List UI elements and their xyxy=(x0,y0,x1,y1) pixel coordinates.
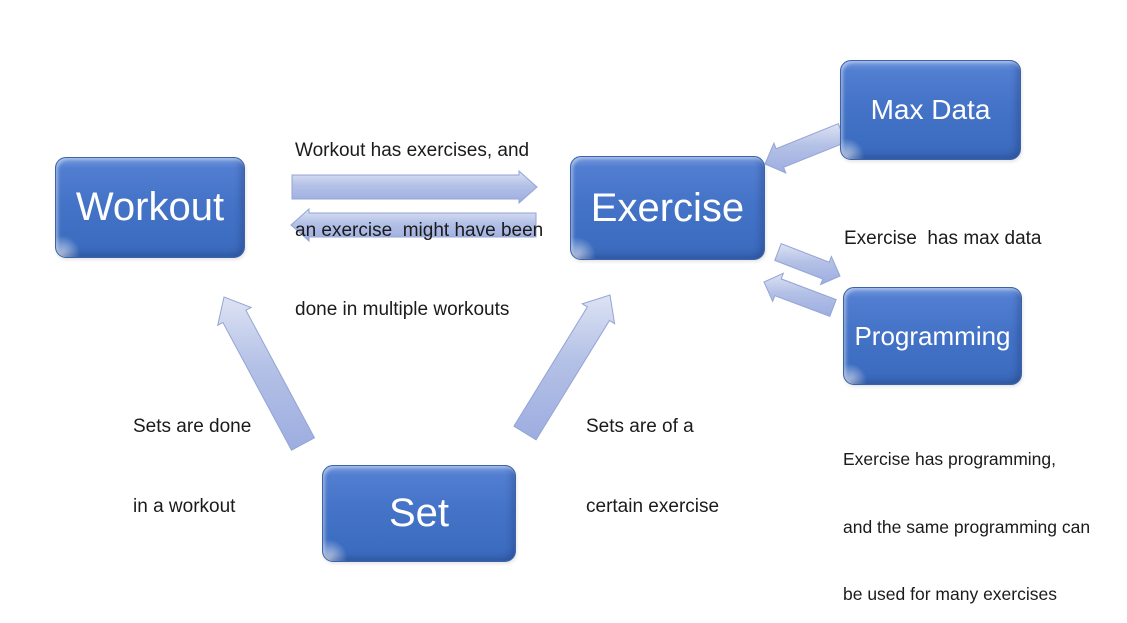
annotation-exercise-programming: Exercise has programming, and the same p… xyxy=(843,403,1090,623)
node-set: Set xyxy=(322,465,516,562)
node-programming: Programming xyxy=(843,287,1022,385)
annotation-exercise-max-data: Exercise has max data xyxy=(844,173,1041,306)
annotation-line: in a workout xyxy=(133,495,236,517)
arrow-max-data-to-exercise xyxy=(764,123,847,174)
node-exercise: Exercise xyxy=(570,156,765,260)
arrow-exercise-to-programming xyxy=(774,242,841,286)
annotation-line: Workout has exercises, and xyxy=(295,140,530,161)
arrow-programming-to-exercise xyxy=(763,272,837,318)
annotation-line: Sets are of a xyxy=(586,416,694,437)
annotation-line: Exercise has programming, xyxy=(843,449,1056,469)
annotation-line: done in multiple workouts xyxy=(295,299,510,320)
node-programming-label: Programming xyxy=(854,320,1011,351)
node-exercise-label: Exercise xyxy=(590,185,745,230)
annotation-set-workout: Sets are done in a workout xyxy=(133,361,251,573)
node-max-data: Max Data xyxy=(840,60,1021,160)
annotation-line: an exercise might have been xyxy=(295,219,544,241)
annotation-line: certain exercise xyxy=(586,495,720,517)
node-set-label: Set xyxy=(388,491,450,535)
annotation-workout-exercise: Workout has exercises, and an exercise m… xyxy=(295,85,543,377)
annotation-line: and the same programming can xyxy=(843,516,1091,537)
node-workout: Workout xyxy=(55,157,245,258)
annotation-line: be used for many exercises xyxy=(843,584,1057,604)
annotation-line: Sets are done xyxy=(133,416,252,437)
annotation-set-exercise: Sets are of a certain exercise xyxy=(586,361,719,573)
node-workout-label: Workout xyxy=(75,185,225,229)
node-max-data-label: Max Data xyxy=(870,94,991,125)
annotation-line: Exercise has max data xyxy=(844,228,1042,249)
